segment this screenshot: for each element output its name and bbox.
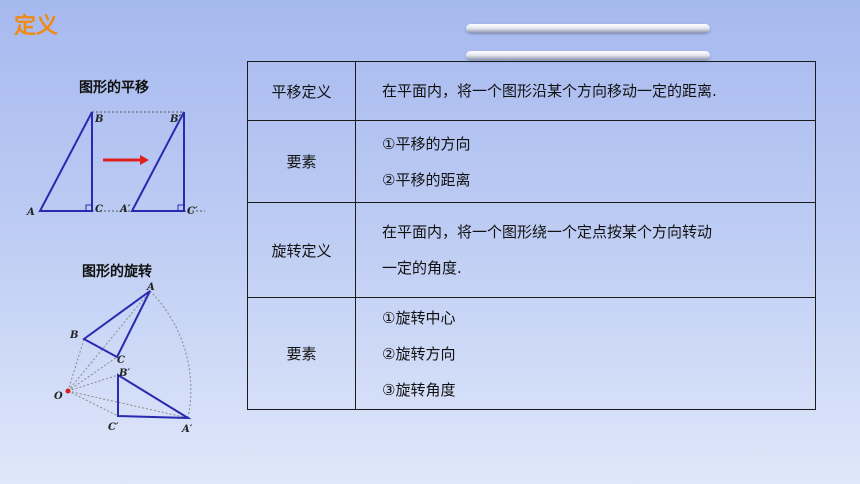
row-content: ①平移的方向 ②平移的距离	[355, 120, 816, 203]
content-line: 一定的角度.	[382, 259, 462, 277]
guide-O-C-prime	[67, 390, 119, 417]
guide-O-C	[67, 356, 118, 392]
row-content: 在平面内，将一个图形沿某个方向移动一定的距离.	[355, 61, 816, 121]
label-C-rot: C	[117, 355, 125, 366]
content-line: 在平面内，将一个图形沿某个方向移动一定的距离.	[382, 82, 717, 100]
label-B: B	[94, 114, 103, 125]
label-C-prime: C′	[187, 206, 198, 217]
original-triangle-rot	[82, 290, 151, 359]
rotated-triangle	[117, 373, 192, 420]
page-title: 定义	[14, 14, 59, 39]
decorative-bar-top	[466, 24, 710, 33]
content-line: ①旋转中心	[382, 308, 456, 327]
label-C: C	[95, 204, 103, 215]
translation-caption: 图形的平移	[79, 80, 149, 96]
guide-O-B	[67, 338, 85, 392]
label-A-prime-rot: A′	[181, 424, 193, 435]
row-content: 在平面内，将一个图形绕一个定点按某个方向转动 一定的角度.	[355, 202, 816, 298]
label-O: O	[54, 391, 63, 402]
original-triangle	[38, 111, 93, 212]
translation-figure: A B C A′ B′ C′	[26, 111, 205, 218]
guide-O-A	[67, 290, 151, 392]
rotation-center	[65, 388, 71, 394]
label-C-prime-rot: C′	[108, 422, 119, 433]
translated-triangle	[130, 111, 185, 212]
translation-arrowhead	[140, 155, 149, 165]
content-line: ③旋转角度	[382, 380, 456, 399]
content-line: 在平面内，将一个图形绕一个定点按某个方向转动	[382, 223, 713, 241]
label-B-prime-rot: B′	[118, 368, 130, 379]
row-label: 要素	[247, 297, 356, 410]
guide-O-A-prime	[67, 390, 189, 419]
rotation-caption: 图形的旋转	[82, 264, 152, 280]
decorative-bar-bottom	[466, 51, 710, 60]
label-A-prime: A′	[119, 204, 131, 215]
table-row-translation-definition: 平移定义 在平面内，将一个图形沿某个方向移动一定的距离.	[247, 61, 816, 121]
table-row-translation-elements: 要素 ①平移的方向 ②平移的距离	[247, 120, 816, 203]
label-B-prime: B′	[169, 114, 181, 125]
row-label: 要素	[247, 120, 356, 203]
content-line: ①平移的方向	[382, 134, 471, 153]
rotation-figure: A B C O B′ C′ A′	[54, 282, 193, 435]
definition-table: 平移定义 在平面内，将一个图形沿某个方向移动一定的距离. 要素 ①平移的方向 ②…	[247, 61, 816, 410]
content-line: ②旋转方向	[382, 344, 456, 363]
translated-right-angle	[177, 204, 185, 212]
rotation-arc	[149, 290, 192, 419]
original-right-angle	[85, 204, 93, 212]
content-line: ②平移的距离	[382, 170, 471, 189]
row-label: 旋转定义	[247, 202, 356, 298]
row-content: ①旋转中心 ②旋转方向 ③旋转角度	[355, 297, 816, 410]
row-label: 平移定义	[247, 61, 356, 121]
label-B-rot: B	[69, 330, 78, 341]
table-row-rotation-definition: 旋转定义 在平面内，将一个图形绕一个定点按某个方向转动 一定的角度.	[247, 202, 816, 298]
guide-O-B-prime	[67, 374, 119, 392]
label-A: A	[26, 207, 35, 218]
table-row-rotation-elements: 要素 ①旋转中心 ②旋转方向 ③旋转角度	[247, 297, 816, 410]
label-A-rot: A	[146, 282, 155, 293]
